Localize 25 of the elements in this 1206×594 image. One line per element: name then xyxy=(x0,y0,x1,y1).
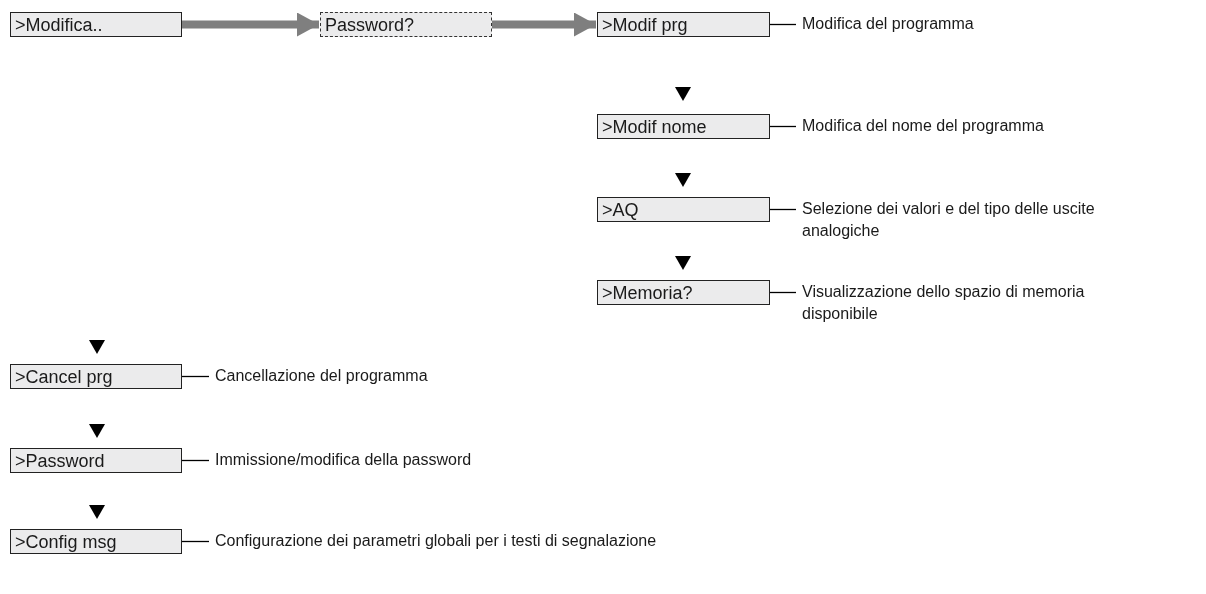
leader-line xyxy=(181,459,210,462)
menu-item-box: Password? xyxy=(320,12,492,37)
menu-item-box: >Cancel prg xyxy=(10,364,182,389)
description-text: Cancellazione del programma xyxy=(215,365,815,387)
description-text: Configurazione dei parametri globali per i testi di segnalazione xyxy=(215,530,915,552)
arrow xyxy=(182,12,319,37)
menu-item-box: >Memoria? xyxy=(597,280,770,305)
arrow xyxy=(492,12,596,37)
menu-item-box: >AQ xyxy=(597,197,770,222)
description-text: Visualizzazione dello spazio di memoria disponibile xyxy=(802,281,1132,325)
menu-item-box: >Config msg xyxy=(10,529,182,554)
menu-item-box: >Modifica.. xyxy=(10,12,182,37)
leader-line xyxy=(769,208,797,211)
leader-line xyxy=(769,23,797,26)
leader-line xyxy=(181,540,210,543)
description-text: Modifica del programma xyxy=(802,13,1197,35)
leader-line xyxy=(769,291,797,294)
menu-item-box: >Modif nome xyxy=(597,114,770,139)
menu-item-box: >Password xyxy=(10,448,182,473)
menu-item-box: >Modif prg xyxy=(597,12,770,37)
description-text: Immissione/modifica della password xyxy=(215,449,815,471)
leader-line xyxy=(181,375,210,378)
description-text: Modifica del nome del programma xyxy=(802,115,1197,137)
leader-line xyxy=(769,125,797,128)
description-text: Selezione dei valori e del tipo delle uscite analogiche xyxy=(802,198,1132,242)
